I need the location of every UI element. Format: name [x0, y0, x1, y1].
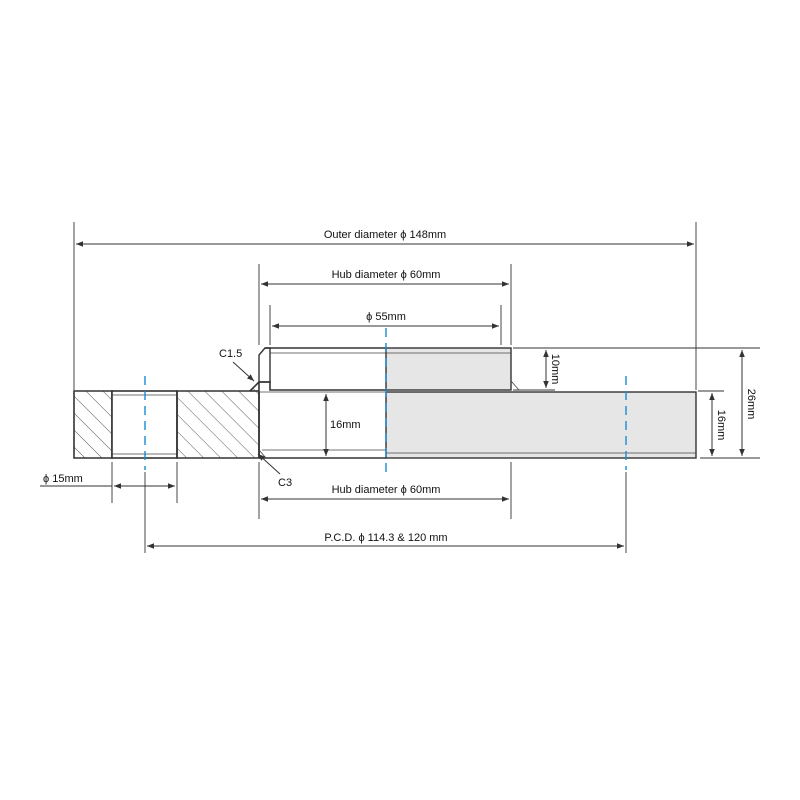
hatched-flange-left	[73, 390, 113, 459]
label-pcd: P.C.D. ϕ 114.3 & 120 mm	[324, 532, 447, 544]
leader-c15	[232, 361, 255, 382]
leader-c3	[257, 453, 281, 475]
left-section-view	[73, 347, 386, 459]
label-bore-diameter: ϕ 55mm	[366, 311, 406, 323]
label-hub-diameter-top: Hub diameter ϕ 60mm	[332, 269, 441, 281]
label-hole-diameter: ϕ 15mm	[43, 473, 83, 485]
label-thickness-16-right: 16mm	[715, 410, 727, 441]
hub-wall-section	[258, 347, 271, 383]
dimension-labels: Outer diameter ϕ 148mm Hub diameter ϕ 60…	[43, 225, 757, 545]
label-total-height-26: 26mm	[745, 389, 757, 420]
label-outer-diameter: Outer diameter ϕ 148mm	[324, 229, 446, 241]
right-exterior-view	[385, 347, 697, 459]
label-thickness-16-left: 16mm	[330, 419, 361, 431]
flange-face-right	[385, 391, 697, 459]
label-chamfer-c3: C3	[278, 477, 292, 489]
dimension-lines	[40, 241, 745, 549]
label-hub-height-10: 10mm	[549, 354, 561, 385]
extension-lines	[73, 222, 760, 553]
label-hub-diameter-bottom: Hub diameter ϕ 60mm	[332, 484, 441, 496]
hatched-flange-inner	[176, 380, 260, 459]
hub-face-right	[385, 347, 512, 391]
label-chamfer-c15: C1.5	[219, 348, 242, 360]
centerlines	[144, 328, 627, 478]
